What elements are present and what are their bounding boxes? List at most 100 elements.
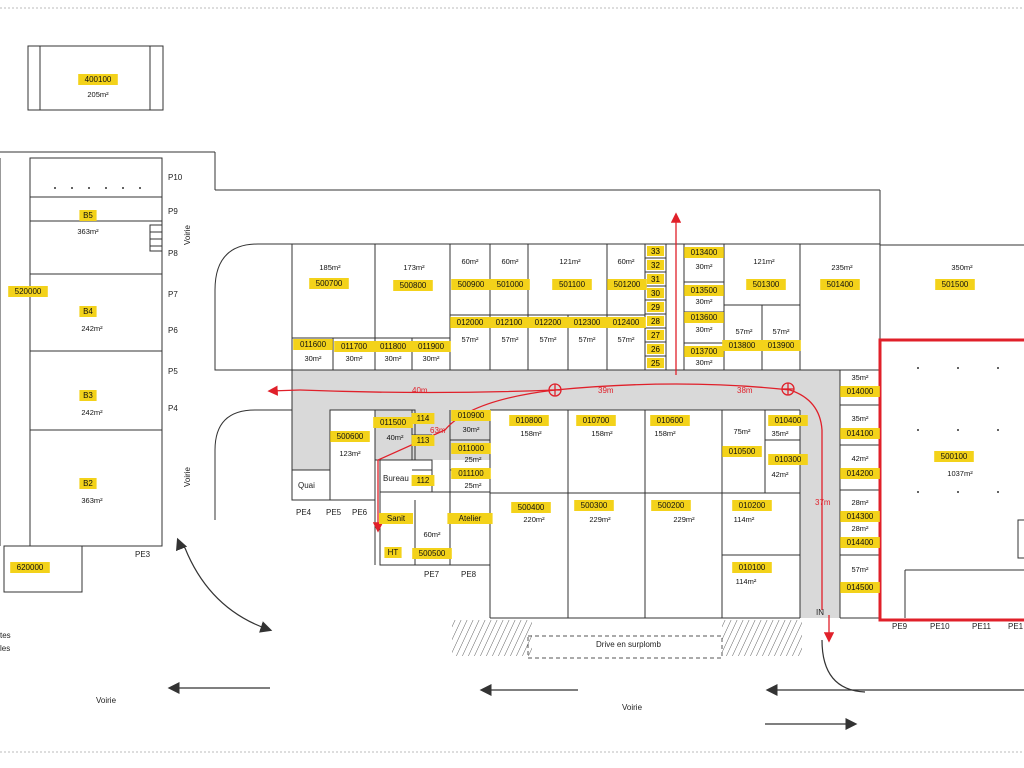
unit-area: 220m² <box>523 515 545 524</box>
unit-area: 60m² <box>617 257 635 266</box>
unit-label-highlight <box>746 279 786 290</box>
unit-Sanit[interactable]: Sanit <box>379 513 413 524</box>
unit-HT[interactable]: HT <box>384 547 402 558</box>
unit-number[interactable]: 31 <box>651 275 660 284</box>
selected-unit-outline[interactable] <box>878 338 1024 622</box>
unit-number[interactable]: 32 <box>651 261 660 270</box>
unit-label-highlight <box>732 562 772 573</box>
unit-label: 501300 <box>753 280 780 289</box>
unit-area: 205m² <box>87 90 109 99</box>
unit-114[interactable]: 114 <box>411 413 435 424</box>
unit-Atelier[interactable]: Atelier <box>447 513 493 524</box>
unit-label-highlight <box>684 346 724 357</box>
unit-label-highlight <box>79 210 97 221</box>
door-p6: P6 <box>168 326 178 335</box>
unit-number[interactable]: 33 <box>651 247 660 256</box>
unit-number[interactable]: 26 <box>651 345 660 354</box>
unit-label-highlight <box>330 431 370 442</box>
voirie-vertical-label-2: Voirie <box>183 466 192 487</box>
unit-area: 60m² <box>501 257 519 266</box>
unit-number[interactable]: 27 <box>651 331 660 340</box>
unit-label: B2 <box>83 479 93 488</box>
unit-label-highlight <box>576 415 616 426</box>
unit-520000[interactable]: 520000 <box>8 286 48 297</box>
unit-620000[interactable]: 620000 <box>10 562 50 573</box>
unit-label-highlight <box>8 286 48 297</box>
unit-number[interactable]: 25 <box>651 359 660 368</box>
unit-number-stack: 33 32 31 30 29 28 27 26 25 <box>647 246 664 368</box>
unit-label: 011700 <box>341 342 368 351</box>
unit-112[interactable]: 112 <box>411 475 435 486</box>
door-pe10: PE10 <box>930 622 950 631</box>
unit-area: 57m² <box>501 335 519 344</box>
unit-area: 30m² <box>462 425 480 434</box>
unit-label-highlight <box>722 446 762 457</box>
unit-number[interactable]: 29 <box>651 303 660 312</box>
unit-number[interactable]: 30 <box>651 289 660 298</box>
unit-label: B5 <box>83 211 93 220</box>
door-pe7: PE7 <box>424 570 440 579</box>
unit-label: 620000 <box>17 563 44 572</box>
unit-113[interactable]: 113 <box>411 435 435 446</box>
unit-area: 121m² <box>559 257 581 266</box>
unit-label: 011100 <box>458 469 484 478</box>
unit-label-highlight <box>650 415 690 426</box>
door-pe4: PE4 <box>296 508 312 517</box>
unit-label-highlight <box>379 513 413 524</box>
unit-number[interactable]: 28 <box>651 317 660 326</box>
